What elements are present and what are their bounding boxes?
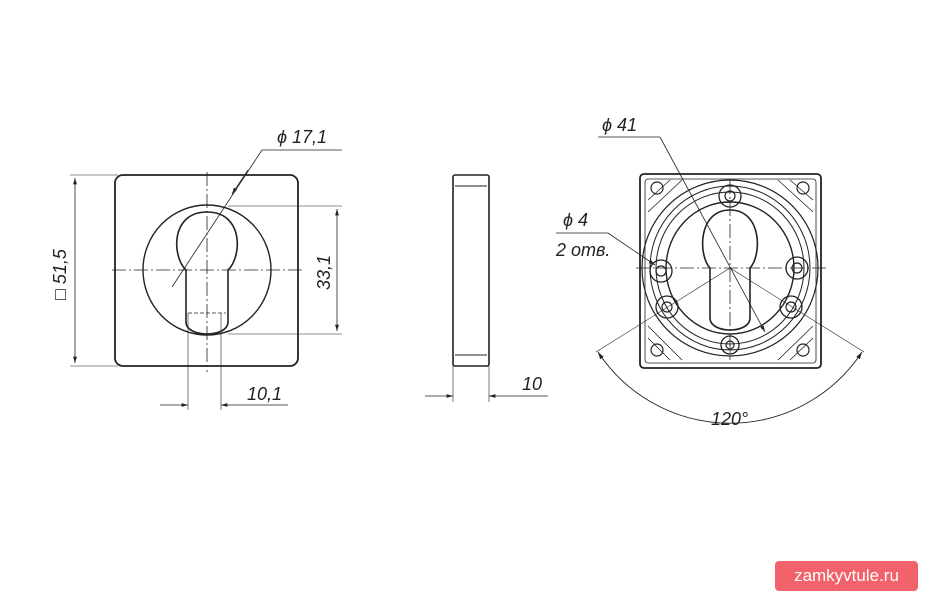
leader-17-arrow [231,169,249,195]
leader-41 [659,136,766,333]
back-keyhole [701,209,759,331]
boss-right [785,256,809,280]
corner-hole-br [796,343,810,357]
dim-height-label: 33,1 [314,255,334,290]
rib-br [777,325,814,361]
boss-bottom-right [779,295,803,319]
boss-top [718,184,742,208]
front-plate [114,174,299,367]
watermark-badge: zamkyvtule.ru [775,561,918,591]
boss-left [649,259,673,283]
corner-hole-tl [650,181,664,195]
front-view [70,149,342,410]
dim-screw-count-label: 2 отв. [555,240,610,260]
rib-tl [647,179,683,213]
dim-angle-label: 120° [711,409,748,429]
corner-hole-bl [650,343,664,357]
back-plate [639,173,822,369]
back-view [556,136,865,424]
angle-arc [597,351,863,424]
rib-tr [777,179,814,213]
side-plate [452,174,490,367]
back-plate-inner [644,178,817,364]
leader-4 [607,232,656,266]
leader-17 [171,149,263,288]
dim-square-label: □ 51,5 [50,248,70,300]
dim-screw-hole-label: ϕ 4 [563,210,588,230]
dim-thickness-label: 10 [522,374,542,394]
side-view [425,174,548,402]
dim-outer-diameter-label: ϕ 41 [602,115,637,135]
boss-bottom-left [655,295,679,319]
dim-hole-diameter-label: ϕ 17,1 [277,127,327,147]
dim-offset-label: 10,1 [247,384,282,404]
angle-ext-left [595,267,731,353]
angle-ext-right [729,267,865,353]
corner-hole-tr [796,181,810,195]
